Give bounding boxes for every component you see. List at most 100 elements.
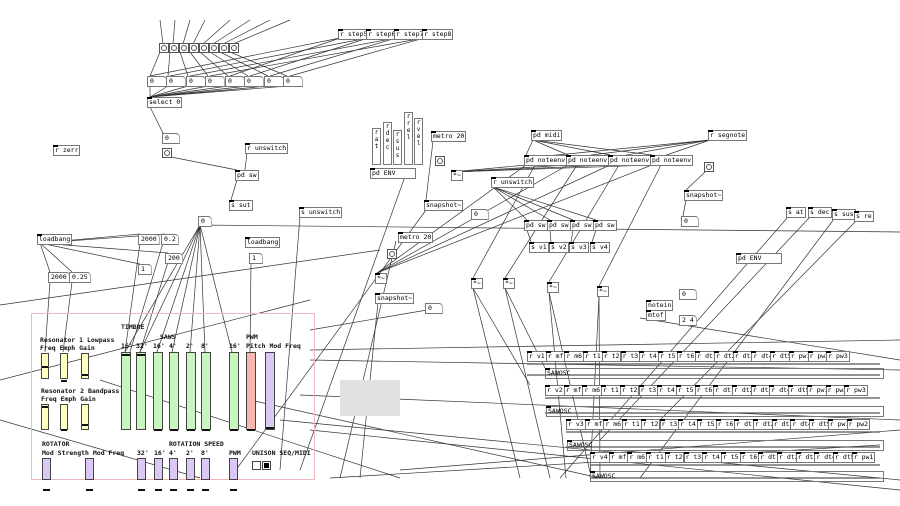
message-box[interactable]: 2000 [138, 234, 160, 245]
sawosc-param-receive[interactable]: r t3 [620, 351, 641, 362]
saw-slider[interactable] [169, 352, 179, 431]
bang[interactable] [387, 249, 397, 259]
slider-knob[interactable] [86, 489, 93, 491]
bang[interactable] [162, 148, 172, 158]
send-env-object[interactable]: s sus [832, 209, 856, 220]
unison-toggle[interactable] [252, 461, 261, 470]
send-object[interactable]: s sut [229, 200, 253, 211]
sawosc-param-receive[interactable]: r pw3 [844, 385, 868, 396]
subpatch-object[interactable]: pd sw [235, 170, 259, 181]
message-box[interactable]: 2 4 [679, 315, 697, 326]
sawosc-param-receive[interactable]: r mf [584, 419, 605, 430]
seq-midi-toggle[interactable] [262, 461, 271, 470]
snapshot-object[interactable]: snapshot~ [684, 190, 724, 201]
sawosc-param-receive[interactable]: r t4 [639, 351, 659, 362]
slider-knob[interactable] [61, 380, 67, 382]
subpatch-object[interactable]: pd ENV [370, 168, 416, 179]
number-box[interactable]: 0 [198, 216, 212, 227]
message-box[interactable]: 200 [165, 253, 183, 264]
sawosc-param-receive[interactable]: r t4 [657, 385, 677, 396]
step-number-box[interactable]: 0 [283, 76, 303, 87]
multiply-object[interactable]: *~ [375, 273, 387, 284]
sawosc-param-receive[interactable]: r t3 [638, 385, 659, 396]
sawosc-param-receive[interactable]: r mf [545, 351, 566, 362]
slider-knob[interactable] [61, 429, 67, 431]
sawosc-param-receive[interactable]: r v3 [566, 419, 586, 430]
res1-slider[interactable] [60, 353, 68, 382]
sawosc-param-receive[interactable]: r v2 [545, 385, 565, 396]
message-box[interactable]: 2000 [48, 272, 70, 283]
step-number-box[interactable]: 0 [225, 76, 245, 87]
sawosc-object[interactable]: SAWOSC [545, 368, 884, 379]
step-number-box[interactable]: 0 [244, 76, 264, 87]
slider-knob[interactable] [122, 354, 130, 356]
switch-subpatch[interactable]: pd sw [547, 220, 571, 231]
message-box[interactable]: 1 [138, 264, 152, 275]
step-bang[interactable] [219, 43, 229, 53]
send-voice-object[interactable]: s v1 [529, 242, 549, 253]
slider-knob[interactable] [42, 406, 48, 408]
metro-object[interactable]: metro 20 [431, 131, 467, 142]
sawosc-param-receive[interactable]: r m6 [582, 385, 603, 396]
select-object[interactable]: select 0 [147, 97, 183, 108]
snapshot-object[interactable]: snapshot~ [375, 293, 415, 304]
sawosc-param-receive[interactable]: r t5 [657, 351, 678, 362]
sawosc-param-receive[interactable]: r t2 [640, 419, 661, 430]
sawosc-param-receive[interactable]: r mf [608, 452, 629, 463]
subpatch-object[interactable]: pd ENV [736, 253, 782, 264]
subpatch-object[interactable]: pd midi [531, 130, 563, 141]
slider-knob[interactable] [42, 366, 48, 368]
sawosc-param-receive[interactable]: r t1 [601, 385, 621, 396]
sawosc-param-receive[interactable]: r t2 [664, 452, 685, 463]
rotator-slider[interactable] [154, 458, 163, 491]
message-box[interactable]: 0.25 [69, 272, 91, 283]
message-box[interactable]: 0.2 [161, 234, 179, 245]
sawosc-param-receive[interactable]: r t1 [646, 452, 666, 463]
send-env-object[interactable]: s re [854, 211, 874, 222]
step-bang[interactable] [189, 43, 199, 53]
mtof-object[interactable]: mtof [646, 310, 666, 321]
switch-subpatch[interactable]: pd sw [570, 220, 594, 231]
saw-slider[interactable] [201, 352, 211, 431]
sawosc-param-receive[interactable]: r t3 [659, 419, 680, 430]
number-box[interactable]: 0 [681, 216, 699, 227]
rotator-slider[interactable] [169, 458, 178, 491]
sawosc-param-receive[interactable]: r t1 [583, 351, 603, 362]
noteenv-subpatch[interactable]: pd noteenv [650, 155, 694, 166]
res2-slider[interactable] [60, 404, 68, 431]
env-receive-object[interactable]: r rel [404, 112, 413, 165]
env-receive-object[interactable]: r dec [383, 122, 392, 165]
number-box[interactable]: 0 [471, 209, 489, 220]
step-number-box[interactable]: 0 [166, 76, 186, 87]
sawosc-param-receive[interactable]: r t6 [676, 351, 697, 362]
env-receive-object[interactable]: r at [372, 128, 381, 165]
slider-knob[interactable] [82, 374, 88, 376]
receive-object[interactable]: r unswitch [245, 143, 289, 154]
metro-object[interactable]: metro 20 [398, 232, 434, 243]
sawosc-param-receive[interactable]: r t6 [739, 452, 760, 463]
rotator-slider[interactable] [186, 458, 195, 491]
slider-knob[interactable] [187, 429, 195, 431]
noteenv-subpatch[interactable]: pd noteenv [608, 155, 652, 166]
sawosc-param-receive[interactable]: r t6 [715, 419, 736, 430]
sawosc-param-receive[interactable]: r t4 [678, 419, 698, 430]
rotator-slider[interactable] [201, 458, 210, 491]
sawosc-param-receive[interactable]: r v4 [590, 452, 610, 463]
step-bang[interactable] [209, 43, 219, 53]
receive-object[interactable]: r segnote [708, 130, 748, 141]
slider-knob[interactable] [202, 429, 210, 431]
step-number-box[interactable]: 0 [205, 76, 225, 87]
sawosc-param-receive[interactable]: r t6 [694, 385, 715, 396]
slider-knob[interactable] [138, 489, 145, 491]
sawosc-param-receive[interactable]: r t1 [622, 419, 642, 430]
sawosc-param-receive[interactable]: r t5 [720, 452, 741, 463]
receive-step-object[interactable]: r step8 [422, 29, 454, 40]
send-voice-object[interactable]: s v3 [569, 242, 589, 253]
send-voice-object[interactable]: s v2 [549, 242, 569, 253]
step-bang[interactable] [159, 43, 169, 53]
slider-knob[interactable] [230, 489, 237, 491]
sawosc-param-receive[interactable]: r t2 [601, 351, 622, 362]
rotator-slider[interactable] [85, 458, 94, 491]
voice-multiply-object[interactable]: *~ [547, 282, 559, 293]
